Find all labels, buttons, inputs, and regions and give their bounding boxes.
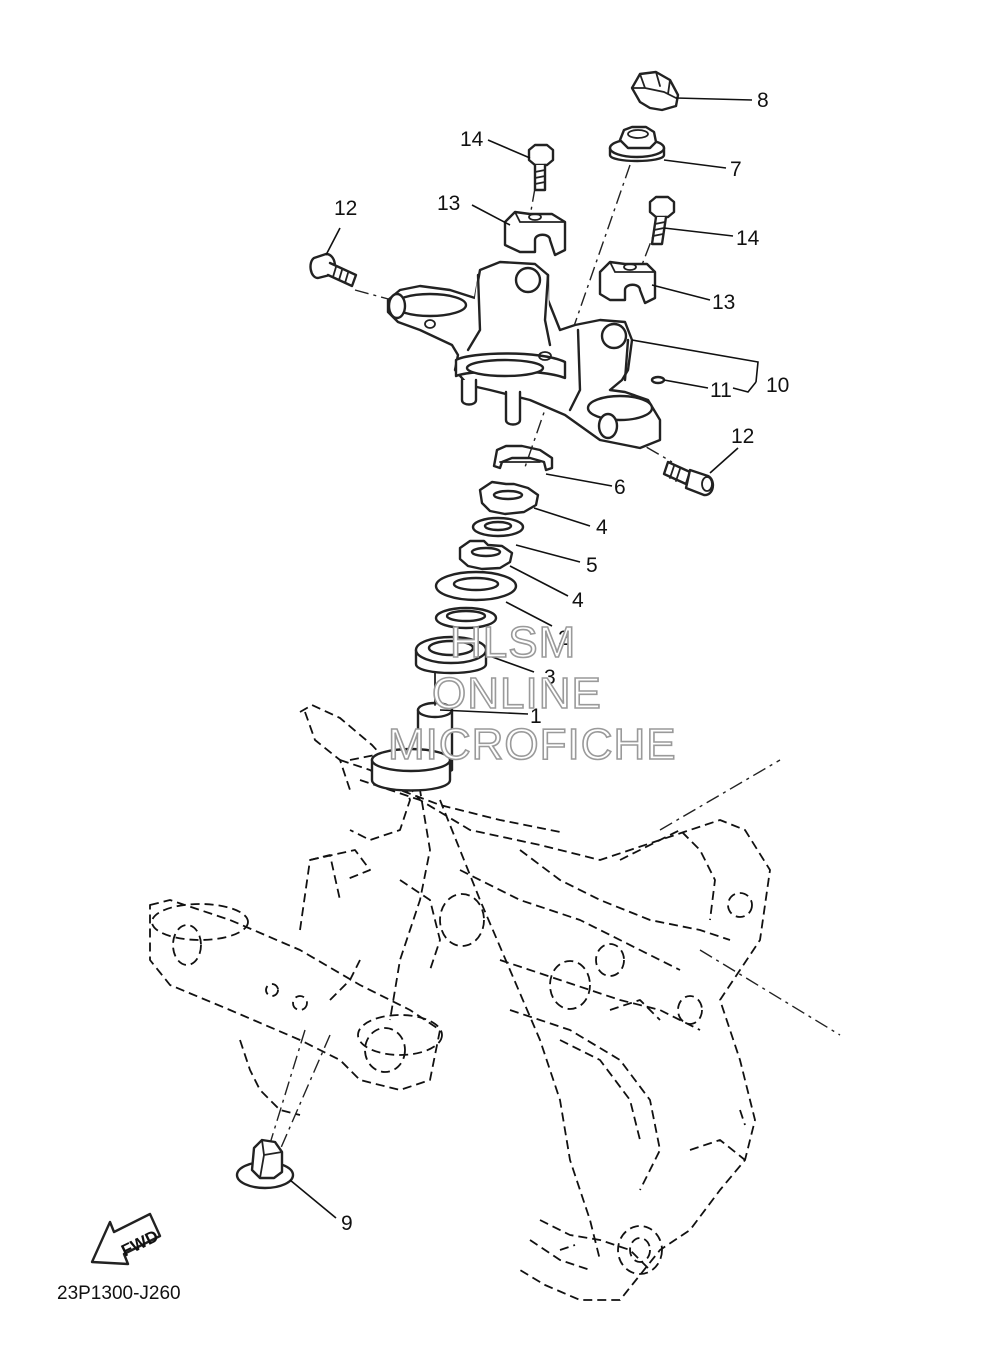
axis-line-bolt-left [354,289,393,301]
part-10-upper-bracket [386,260,666,450]
leader-lines [289,97,759,1219]
axis-line-lower [267,1029,306,1151]
callout-7: 7 [730,158,742,181]
part-14-bolt-right [648,195,676,246]
callout-13-left: 13 [437,192,460,215]
watermark-line-1: HLSM [450,618,576,667]
part-8-cap [630,70,680,112]
callout-8: 8 [757,89,769,112]
part-9-nut [235,1138,295,1190]
callout-12-left: 12 [334,197,357,220]
fwd-arrow: FWD [90,1212,161,1266]
callout-6: 6 [614,476,626,499]
part-4-washer-lower [434,570,518,602]
callout-10: 10 [766,374,789,397]
part-3-bearing [414,635,488,675]
part-4-castle-nut [478,480,540,516]
diagram-code: 23P1300-J260 [57,1283,181,1304]
callout-11: 11 [710,379,732,402]
frame-outline [299,704,841,1301]
part-7-nut [608,125,666,163]
part-2-seal [434,606,498,630]
callout-4-upper: 4 [596,516,608,539]
callout-14-left: 14 [460,128,484,151]
part-5-ring-nut [458,539,514,571]
part-12-bolt-left [309,252,358,288]
part-13-clamp-right [598,260,657,305]
callout-13-right: 13 [712,291,735,314]
callout-2: 2 [558,627,570,650]
callout-5: 5 [586,554,598,577]
part-4-washer-upper [471,516,525,538]
axis-line-lower-2 [279,1034,331,1151]
watermark-line-3: MICROFICHE [388,720,677,769]
lower-bracket [149,754,443,1116]
watermark: HLSM ONLINE MICROFICHE [387,617,677,770]
part-13-clamp-left [503,210,567,257]
callout-4-lower: 4 [572,589,584,612]
callout-14-right: 14 [736,227,760,250]
part-6-lock-washer [492,444,554,472]
watermark-line-2: ONLINE [432,669,602,718]
callout-9: 9 [341,1212,353,1235]
callout-12-right: 12 [731,425,754,448]
bearing-stack [414,444,554,675]
callout-3: 3 [544,666,556,689]
part-12-bolt-right [662,460,715,497]
part-14-bolt-left [527,143,555,192]
callout-1: 1 [530,705,542,728]
callout-labels: 1 2 3 4 4 5 6 7 8 9 10 11 12 12 13 13 14… [334,89,789,1235]
